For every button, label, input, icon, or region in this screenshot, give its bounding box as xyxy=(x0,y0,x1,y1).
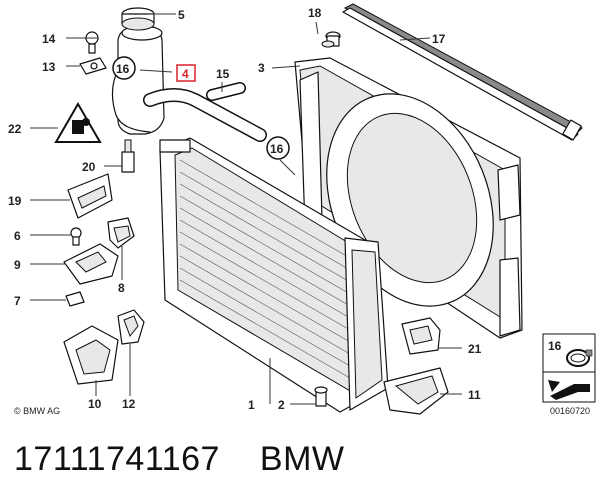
diagram-number: 00160720 xyxy=(550,406,590,416)
svg-text:16: 16 xyxy=(548,339,562,353)
sensor-connector-20 xyxy=(122,140,134,172)
expanding-rivet xyxy=(322,32,340,47)
callout-7: 7 xyxy=(14,294,21,308)
drain-plug-2 xyxy=(315,387,327,406)
callout-18: 18 xyxy=(308,6,322,20)
callout-9: 9 xyxy=(14,258,21,272)
bushing-8 xyxy=(108,218,134,248)
clamp-legend-box: 16 xyxy=(543,334,595,372)
screw-6 xyxy=(71,228,81,245)
callout-22: 22 xyxy=(8,122,22,136)
expansion-tank xyxy=(112,26,164,134)
circled-callout-16a: 16 xyxy=(113,57,135,79)
svg-text:16: 16 xyxy=(270,142,284,156)
direction-legend-box xyxy=(543,372,595,402)
rubber-mount-9 xyxy=(64,244,118,284)
callout-14: 14 xyxy=(42,32,56,46)
callout-8: 8 xyxy=(118,281,125,295)
tank-cap xyxy=(122,8,154,30)
air-duct-10 xyxy=(64,326,118,384)
air-guide-11 xyxy=(384,368,448,414)
callout-3: 3 xyxy=(258,61,265,75)
copyright-notice: © BMW AG xyxy=(14,406,60,416)
svg-text:4: 4 xyxy=(182,67,189,81)
bracket-21 xyxy=(402,318,440,354)
part-caption: 17111741167 BMW xyxy=(14,440,374,479)
callout-10: 10 xyxy=(88,397,102,411)
clip-7 xyxy=(66,292,84,306)
coolant-hose xyxy=(150,88,260,135)
part-number: 17111741167 xyxy=(14,440,220,478)
callout-19: 19 xyxy=(8,194,22,208)
callout-12: 12 xyxy=(122,397,136,411)
circled-callout-16b: 16 xyxy=(267,137,289,159)
callout-11: 11 xyxy=(468,388,481,402)
brand-name: BMW xyxy=(260,440,345,478)
screw-14 xyxy=(86,32,98,53)
callout-1: 1 xyxy=(248,398,255,412)
callout-20: 20 xyxy=(82,160,96,174)
hot-coolant-warning-icon xyxy=(56,104,100,142)
callout-2: 2 xyxy=(278,398,285,412)
callout-21: 21 xyxy=(468,342,482,356)
parts-diagram: 5 14 13 18 17 3 15 22 20 19 6 9 7 8 10 1… xyxy=(0,0,600,430)
callout-5: 5 xyxy=(178,8,185,22)
callout-15: 15 xyxy=(216,67,230,81)
callout-6: 6 xyxy=(14,229,21,243)
clip-nut-13 xyxy=(80,58,106,74)
highlighted-callout-4: 4 xyxy=(177,65,195,81)
bracket-19 xyxy=(68,174,112,218)
svg-text:16: 16 xyxy=(116,62,130,76)
callout-17: 17 xyxy=(432,32,446,46)
callout-13: 13 xyxy=(42,60,56,74)
rubber-mount-12 xyxy=(118,310,144,344)
